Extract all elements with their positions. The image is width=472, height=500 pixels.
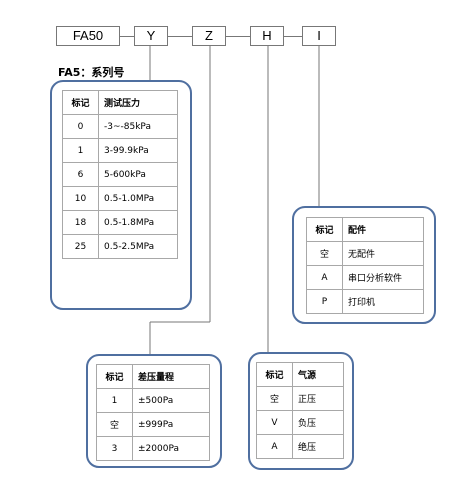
table-cell: ±500Pa	[132, 388, 210, 413]
table-cell: P	[306, 289, 343, 314]
header-cell: 配件	[342, 217, 424, 242]
header-cell: 气源	[292, 362, 344, 387]
table-cell: 5-600kPa	[98, 162, 178, 187]
table-cell: ±999Pa	[132, 412, 210, 437]
table-cell: 空	[306, 241, 343, 266]
table-header-row: 标记 差压量程	[96, 364, 210, 389]
table-cell: 串口分析软件	[342, 265, 424, 290]
table-cell: 3	[96, 436, 133, 461]
header-cell: 标记	[62, 90, 99, 115]
table-cell: 0.5-2.5MPa	[98, 234, 178, 259]
table-cell: 18	[62, 210, 99, 235]
header-cell: 测试压力	[98, 90, 178, 115]
table-cell: 25	[62, 234, 99, 259]
table-cell: 10	[62, 186, 99, 211]
table-cell: 0	[62, 114, 99, 139]
table-row: 空正压	[256, 386, 344, 411]
table-cell: 0.5-1.0MPa	[98, 186, 178, 211]
table-row: 0-3~-85kPa	[62, 114, 178, 139]
table-cell: 0.5-1.8MPa	[98, 210, 178, 235]
header-cell: 标记	[96, 364, 133, 389]
code-dash	[168, 36, 192, 37]
table-cell: ±2000Pa	[132, 436, 210, 461]
table-cell: 3-99.9kPa	[98, 138, 178, 163]
header-cell: 标记	[306, 217, 343, 242]
table-cell: 6	[62, 162, 99, 187]
table-cell: A	[256, 434, 293, 459]
code-dash	[226, 36, 250, 37]
code-segment-z: Z	[192, 26, 226, 46]
table-cell: 空	[256, 386, 293, 411]
diff-pressure-table: 标记 差压量程 1±500Pa 空±999Pa 3±2000Pa	[96, 364, 210, 461]
table-row: 空±999Pa	[96, 412, 210, 437]
table-cell: A	[306, 265, 343, 290]
header-cell: 差压量程	[132, 364, 210, 389]
table-cell: 空	[96, 412, 133, 437]
table-cell: V	[256, 410, 293, 435]
table-cell: 1	[96, 388, 133, 413]
table-cell: 绝压	[292, 434, 344, 459]
table-cell: 1	[62, 138, 99, 163]
table-cell: -3~-85kPa	[98, 114, 178, 139]
table-cell: 正压	[292, 386, 344, 411]
table-cell: 无配件	[342, 241, 424, 266]
table-row: 空无配件	[306, 241, 424, 266]
header-cell: 标记	[256, 362, 293, 387]
table-header-row: 标记 测试压力	[62, 90, 178, 115]
table-cell: 负压	[292, 410, 344, 435]
table-header-row: 标记 气源	[256, 362, 344, 387]
code-segment-fa50: FA50	[56, 26, 120, 46]
series-label: FA5：系列号	[58, 66, 125, 79]
code-segment-y: Y	[134, 26, 168, 46]
code-dash	[120, 36, 134, 37]
table-row: 3±2000Pa	[96, 436, 210, 461]
code-segment-h: H	[250, 26, 284, 46]
code-dash	[284, 36, 302, 37]
code-segment-i: I	[302, 26, 336, 46]
table-row: 1±500Pa	[96, 388, 210, 413]
table-cell: 打印机	[342, 289, 424, 314]
table-header-row: 标记 配件	[306, 217, 424, 242]
